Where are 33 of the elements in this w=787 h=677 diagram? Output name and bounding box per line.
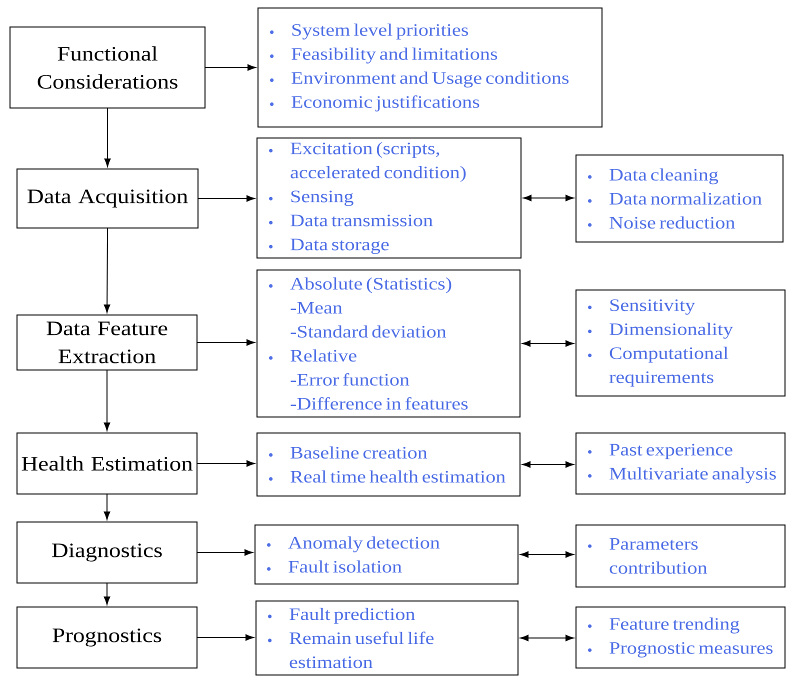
- bullet-list-box: Parameters contribution: [576, 524, 786, 588]
- bullet-list-box: Sensitivity Dimensionality Computational requirements: [576, 290, 786, 396]
- arrow: [522, 340, 574, 347]
- process-box: Functional Considerations: [10, 26, 206, 108]
- process-box: Prognostics: [16, 606, 198, 668]
- process-box: Data Acquisition: [16, 168, 198, 228]
- arrow: [197, 460, 255, 467]
- arrow: [197, 549, 253, 556]
- arrow: [205, 64, 256, 71]
- bullet-list-box: Excitation (scripts, accelerated condition) Sensing Data transmission Data storage: [256, 138, 522, 258]
- arrow: [104, 108, 111, 167]
- bullet-list-box: Baseline creation Real time health estimation: [256, 432, 520, 496]
- arrow: [522, 461, 574, 468]
- bullet-list-box: System level priorities Feasibility and limitations Environment and Usage conditions Economic justifications: [258, 8, 602, 128]
- arrow: [520, 634, 574, 642]
- bullet-list-box: Data cleaning Data normalization Noise reduction: [576, 154, 784, 242]
- arrow: [197, 634, 254, 641]
- bullet-list-box: Absolute (Statistics) -Mean -Standard deviation Relative -Error function -Difference in features: [256, 270, 520, 418]
- arrow: [197, 339, 255, 346]
- bullet-list-box: Feature trending Prognostic measures: [576, 606, 786, 668]
- process-box: Data Feature Extraction: [16, 314, 198, 370]
- arrow: [198, 195, 255, 202]
- bullet-list-box: Fault prediction Remain useful life estimation: [256, 600, 518, 676]
- process-box: Health Estimation: [16, 432, 198, 494]
- arrow: [520, 551, 574, 558]
- arrow: [523, 194, 574, 202]
- bullet-list-box: Anomaly detection Fault isolation: [254, 524, 518, 584]
- arrow: [104, 583, 110, 605]
- arrow: [104, 370, 110, 431]
- arrow: [104, 228, 110, 313]
- arrow: [104, 494, 110, 520]
- process-box: Diagnostics: [16, 522, 198, 584]
- bullet-list-box: Past experience Multivariate analysis: [576, 432, 786, 494]
